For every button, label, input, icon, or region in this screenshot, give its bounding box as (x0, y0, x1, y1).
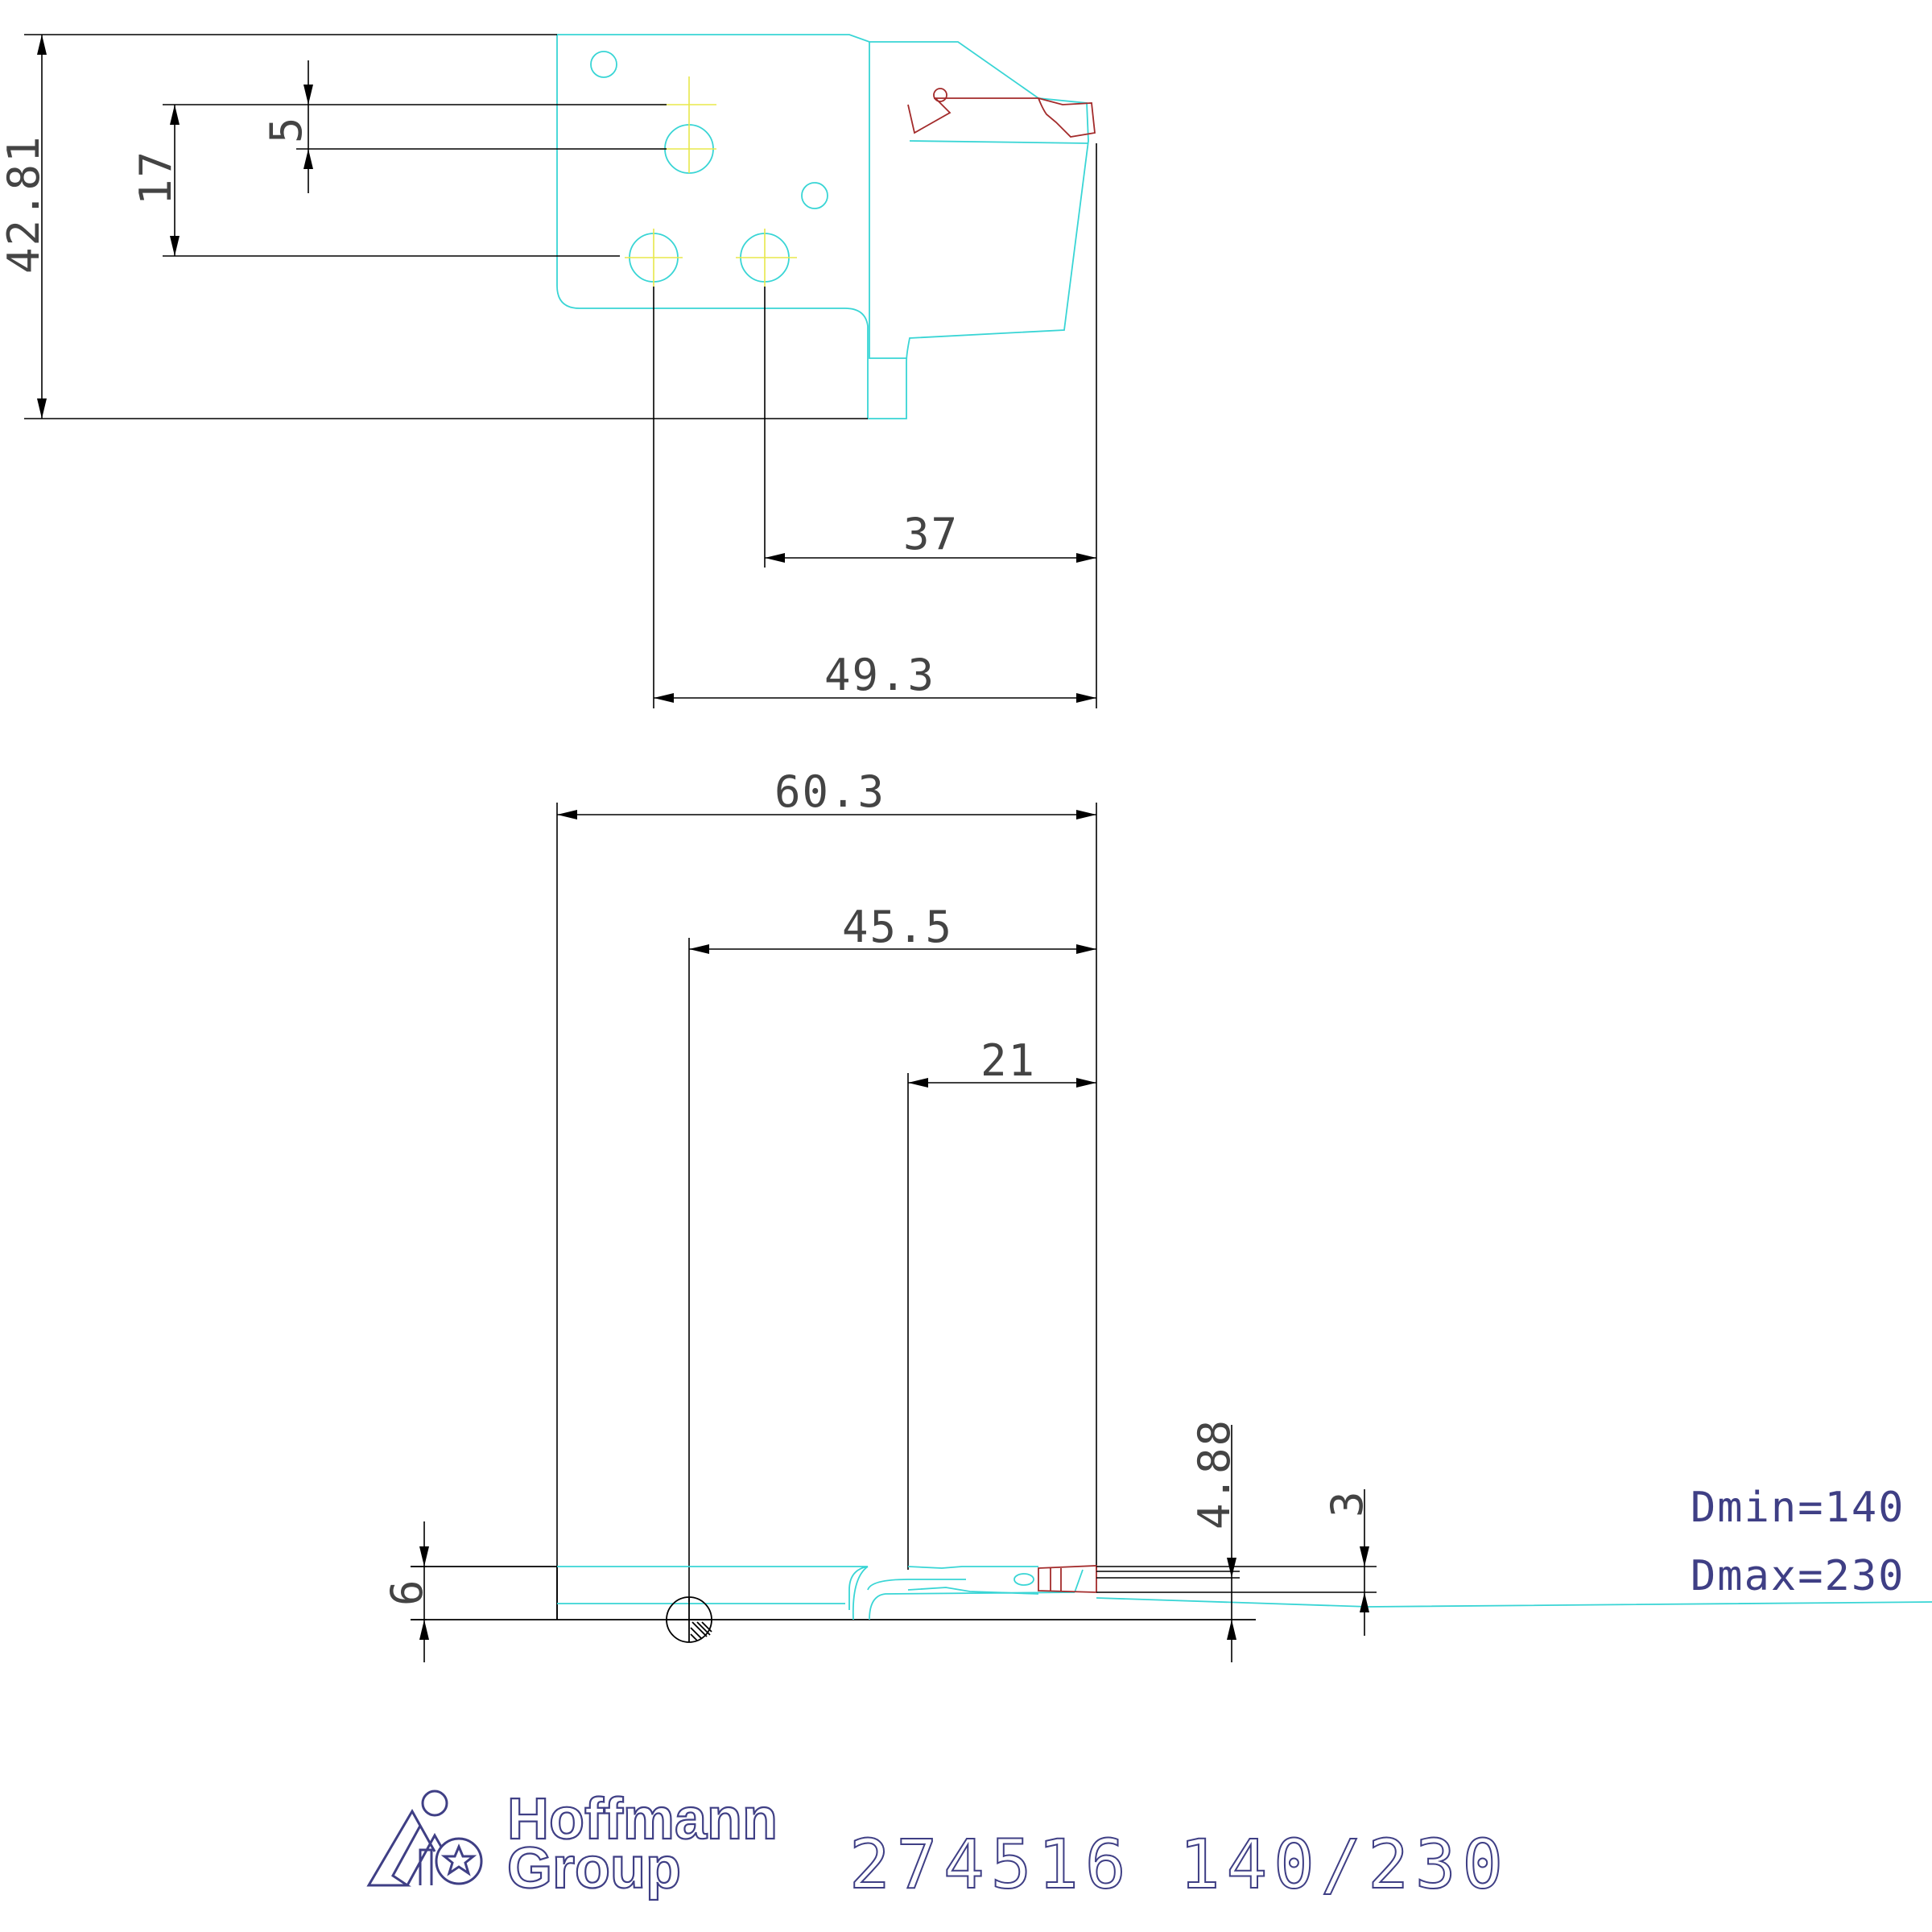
holder-step (869, 42, 906, 359)
hole-small-2 (801, 182, 828, 209)
dim-offset-5: 5 (261, 115, 312, 143)
insert-screw-side (1013, 1573, 1034, 1586)
holder-top-edge (909, 140, 1089, 144)
holder-outline (556, 34, 1089, 419)
hole-small-1 (590, 51, 617, 78)
dim-49-3: 49.3 (824, 650, 935, 700)
dim-21: 21 (980, 1035, 1036, 1086)
insert-screw (933, 88, 947, 102)
hoffmann-logo: Hoffmann Group (366, 1786, 778, 1901)
dim-45-5: 45.5 (842, 902, 953, 952)
shank-black (411, 1566, 1256, 1620)
top-view: 42.81 17 5 37 49.3 (0, 34, 1097, 708)
brand-line1: Hoffmann (507, 1787, 778, 1852)
dim-4-88: 4.88 (1189, 1418, 1240, 1530)
workpiece-hatch (667, 1597, 712, 1642)
spec-dmax: Dmax=230 (1690, 1552, 1905, 1600)
centerline-marks (625, 76, 797, 287)
dim-3: 3 (1322, 1489, 1373, 1517)
dim-offset-17: 17 (130, 150, 181, 205)
dim-37: 37 (903, 509, 959, 559)
dim-thickness-6: 6 (382, 1578, 432, 1606)
blade-outline (557, 1566, 1932, 1620)
insert-side (1038, 1565, 1097, 1593)
spec-dmin: Dmin=140 (1690, 1484, 1905, 1532)
cutting-insert (907, 97, 1096, 138)
part-label: 274516 140/230 (849, 1825, 1509, 1904)
dim-60-3: 60.3 (774, 766, 886, 817)
dim-total-height: 42.81 (0, 134, 49, 274)
brand-line2: Group (507, 1836, 681, 1901)
title-block: Hoffmann Group 274516 140/230 (366, 1786, 1509, 1905)
bottom-view: 60.3 45.5 21 6 4.88 3 (382, 766, 1932, 1662)
